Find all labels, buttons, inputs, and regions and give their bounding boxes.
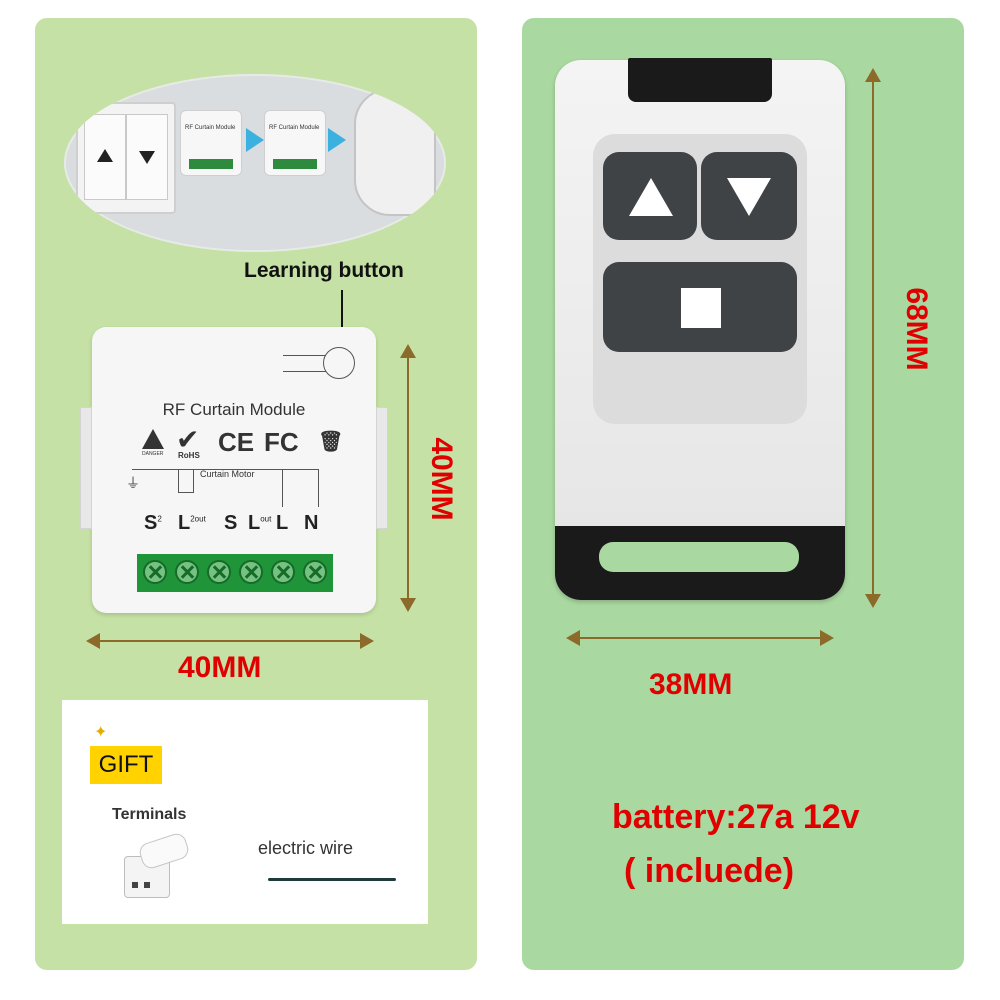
fc-mark: FC: [264, 427, 299, 457]
learning-button-circle: [323, 347, 355, 379]
arrow-left-icon: [566, 630, 580, 646]
remote-bottom-cap: [555, 526, 845, 600]
arrow-right-icon: [820, 630, 834, 646]
gift-ribbon-icon: ✦: [94, 724, 108, 741]
curtain-module: RF Curtain Module DANGER ✔ RoHS CE FC 🗑 …: [80, 327, 388, 613]
junction-box: [354, 88, 436, 216]
photo-module-terminal: [273, 159, 317, 169]
module-height-label: 40MM: [425, 437, 458, 521]
arrow-down-icon: [727, 178, 771, 216]
module-side-tab-left: [80, 407, 92, 529]
electric-wire-label: electric wire: [258, 838, 354, 858]
terminal-label: Lout: [248, 512, 272, 534]
photo-module-label: RF Curtain Module: [185, 125, 236, 131]
gift-tag: GIFT: [90, 746, 162, 784]
keyring-slot: [599, 542, 799, 572]
flow-arrow-icon: [328, 128, 346, 152]
check-icon: ✔: [176, 424, 200, 455]
wiring-diagram: ⏚ Curtain Motor: [122, 465, 322, 509]
battery-info: battery:27a 12v: [612, 798, 860, 836]
terminal-label: S2: [144, 512, 162, 534]
remote-up-button[interactable]: [603, 152, 697, 240]
screw-icon: [207, 560, 231, 584]
photo-module-1: RF Curtain Module: [180, 110, 242, 176]
arrow-right-icon: [360, 633, 374, 649]
danger-icon: [142, 429, 164, 449]
photo-module-2: RF Curtain Module: [264, 110, 326, 176]
module-width-arrow: [96, 640, 364, 642]
stop-icon: [681, 288, 721, 328]
learning-button[interactable]: [283, 345, 355, 381]
terminals-label: Terminals: [112, 806, 187, 823]
photo-module-terminal: [189, 159, 233, 169]
arrow-down-icon: [400, 598, 416, 612]
screw-icon: [239, 560, 263, 584]
motor-icon: [178, 469, 194, 493]
terminal-block: [137, 554, 333, 592]
arrow-down-icon: [139, 151, 155, 164]
wall-switch: [76, 102, 176, 214]
terminal-label: S: [224, 512, 238, 534]
remote-height-label: 68MM: [900, 287, 933, 371]
arrow-up-icon: [97, 149, 113, 162]
gift-box: ✦ GIFT Terminals electric wire: [62, 700, 428, 924]
module-side-tab-right: [376, 407, 388, 529]
wiring-motor-label: Curtain Motor: [200, 469, 255, 479]
remote-width-arrow: [578, 637, 824, 639]
ground-icon: ⏚: [126, 475, 140, 491]
remote-width-label: 38MM: [649, 668, 733, 701]
module-width-label: 40MM: [178, 651, 262, 684]
remote-down-button[interactable]: [701, 152, 797, 240]
remote-control: [555, 58, 845, 600]
arrow-up-icon: [400, 344, 416, 358]
learning-pointer-line: [341, 290, 343, 340]
terminal-connector-image: [120, 831, 192, 898]
arrow-left-icon: [86, 633, 100, 649]
flow-arrow-icon: [246, 128, 264, 152]
photo-module-label: RF Curtain Module: [269, 125, 320, 131]
arrow-up-icon: [865, 68, 881, 82]
remote-top-cap: [628, 58, 772, 102]
screw-icon: [175, 560, 199, 584]
terminal-label: L: [276, 512, 289, 534]
danger-text: DANGER: [142, 451, 164, 457]
module-height-arrow: [407, 352, 409, 602]
wall-switch-up-key: [84, 114, 126, 200]
learning-button-label: Learning button: [244, 259, 404, 282]
ce-mark: CE: [218, 427, 255, 457]
module-title: RF Curtain Module: [162, 400, 306, 419]
electric-wire-image: [268, 878, 396, 881]
wall-switch-down-key: [126, 114, 168, 200]
remote-height-arrow: [872, 78, 874, 598]
rohs-mark: RoHS: [178, 451, 200, 460]
weee-bin-icon: 🗑: [318, 431, 344, 453]
terminal-label: L2out: [178, 512, 206, 534]
installation-photo: RF Curtain Module RF Curtain Module: [64, 74, 446, 252]
arrow-up-icon: [629, 178, 673, 216]
screw-icon: [303, 560, 327, 584]
screw-icon: [271, 560, 295, 584]
arrow-down-icon: [865, 594, 881, 608]
terminal-label: N: [304, 512, 319, 534]
remote-stop-button[interactable]: [603, 262, 797, 352]
battery-included-note: ( incluede): [624, 852, 795, 890]
remote-button-panel: [593, 134, 807, 424]
screw-icon: [143, 560, 167, 584]
